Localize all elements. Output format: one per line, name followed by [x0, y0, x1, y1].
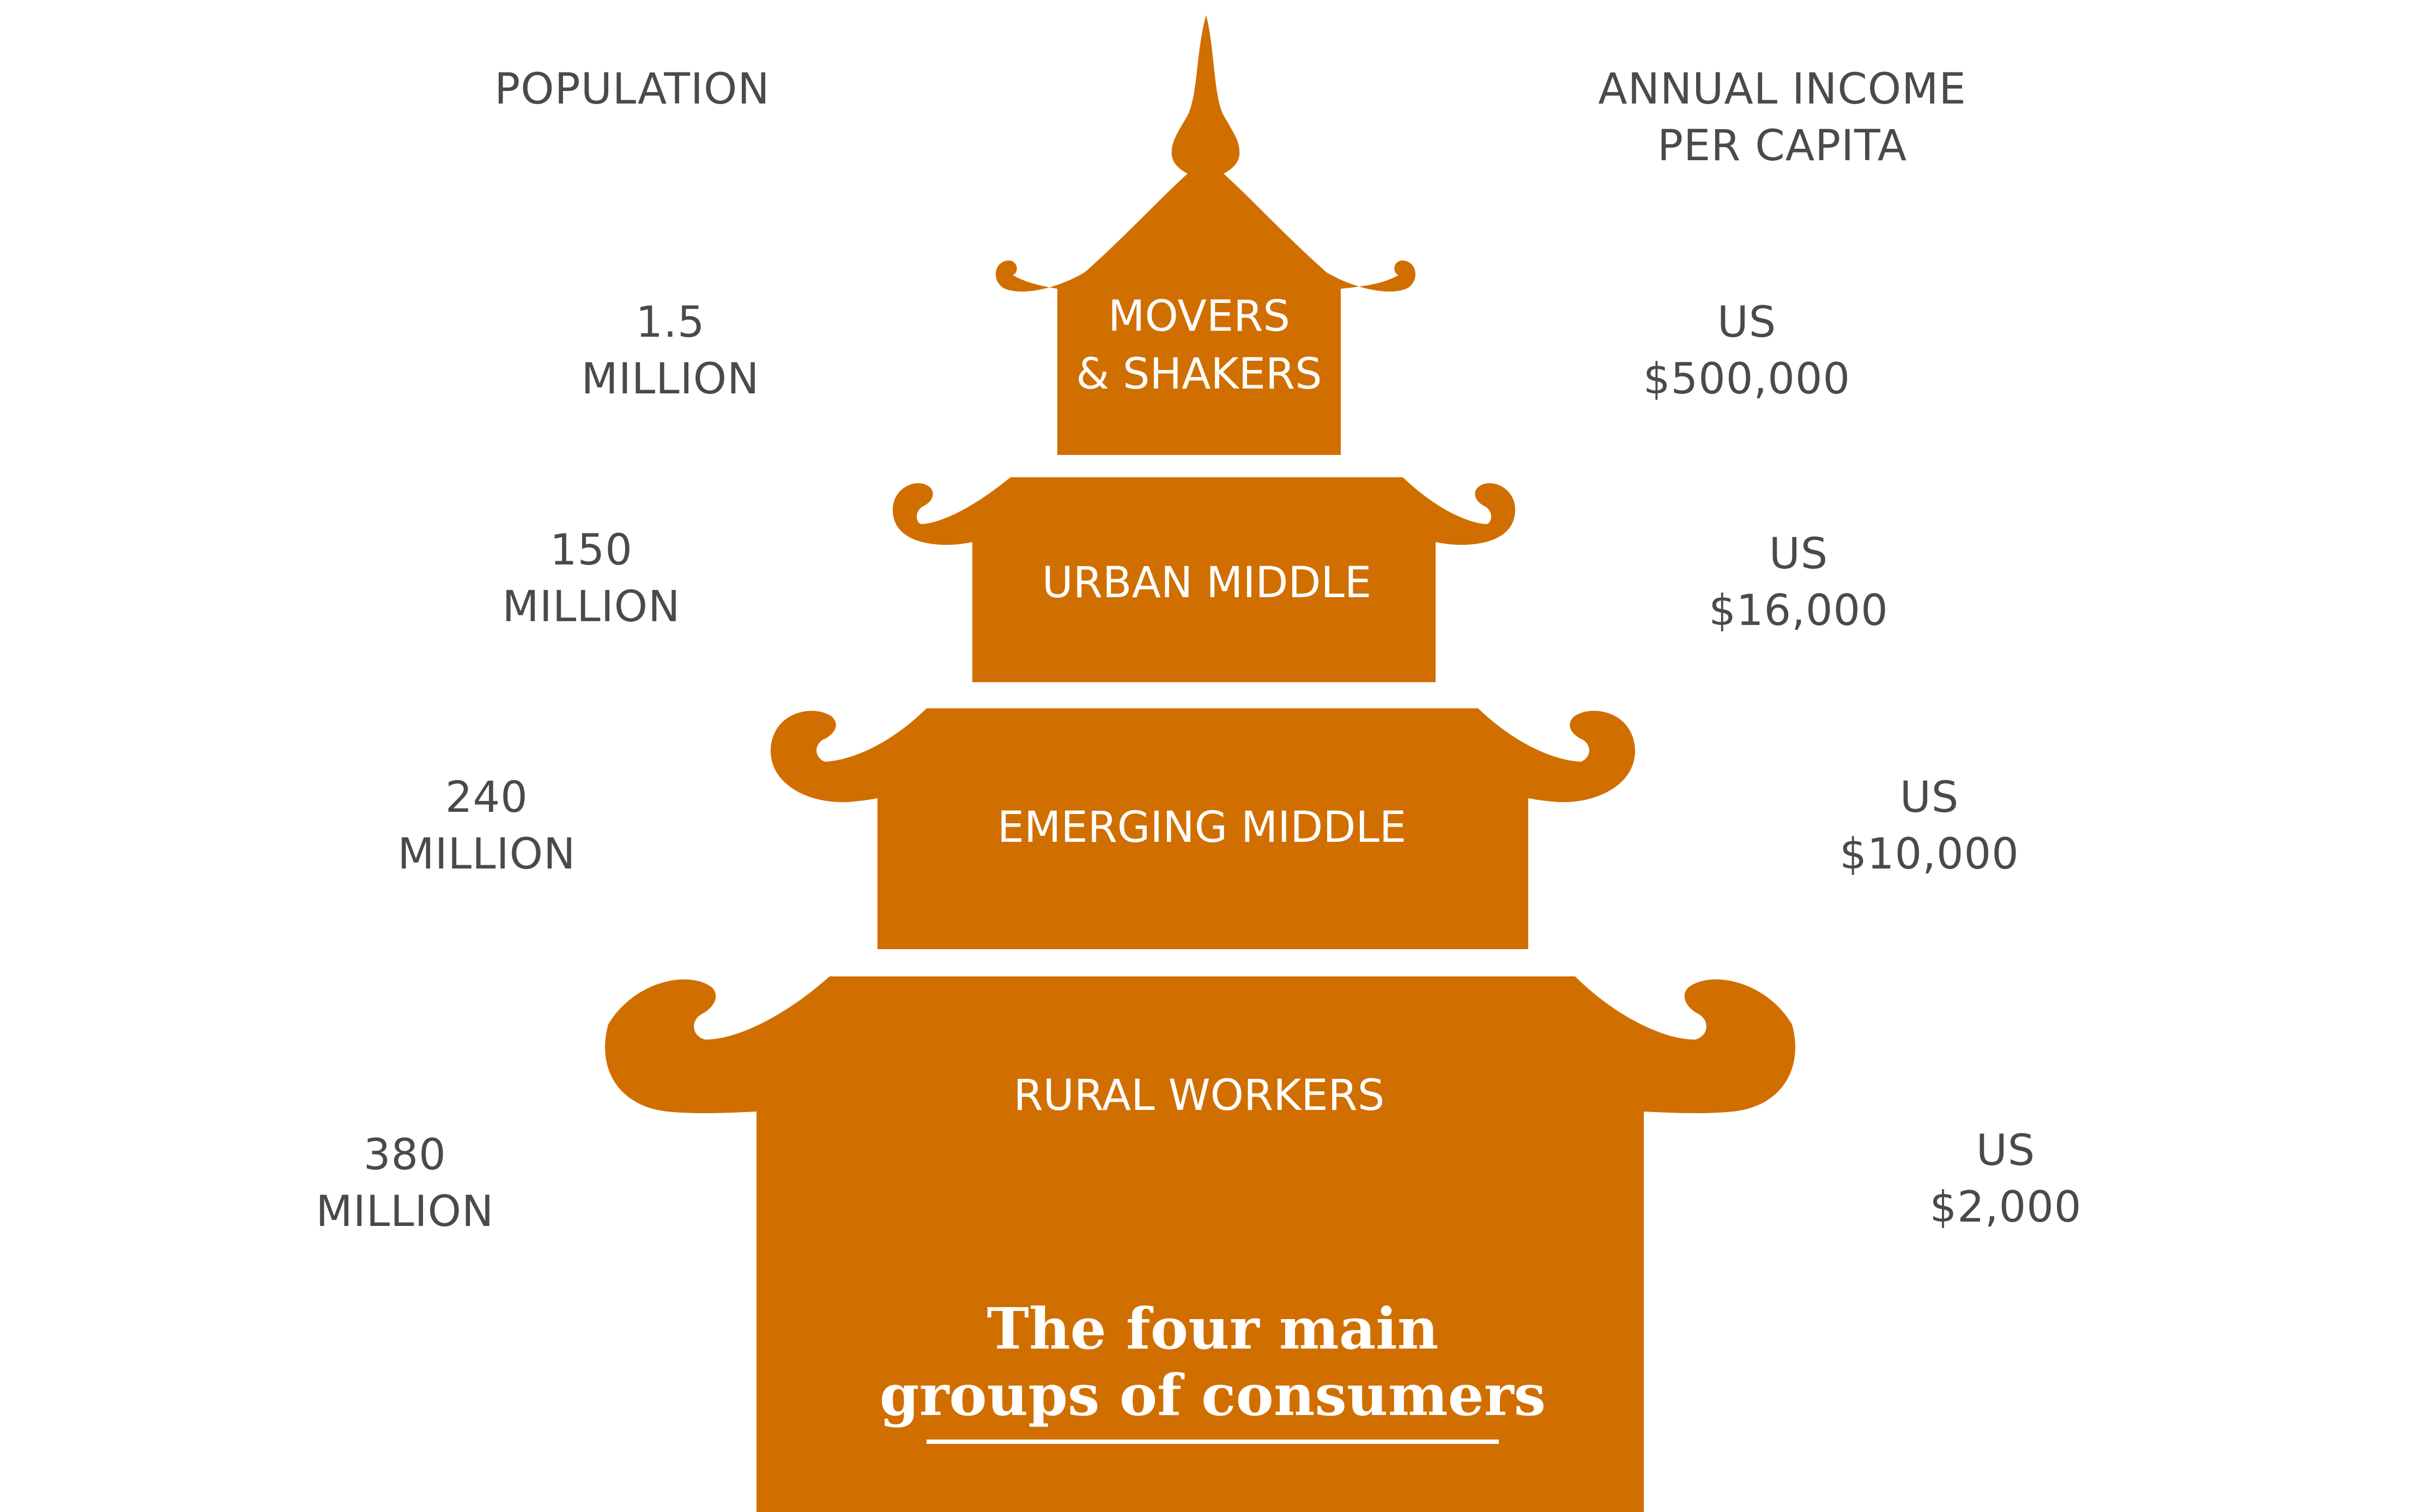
tier-label-emerging-middle: EMERGING MIDDLE — [954, 799, 1450, 857]
income-currency: US — [1899, 773, 1959, 822]
roof-rural-workers — [605, 976, 1795, 1512]
income-header-line1: ANNUAL INCOME — [1598, 65, 1966, 114]
population-value: 1.5 — [635, 298, 705, 347]
population-value: 240 — [445, 773, 528, 822]
tier-name-line1: RURAL WORKERS — [1013, 1071, 1385, 1120]
income-currency: US — [1976, 1126, 2036, 1175]
population-header-text: POPULATION — [494, 65, 770, 114]
title-line1: The four main — [986, 1295, 1439, 1362]
population-value: 380 — [364, 1131, 446, 1180]
tier-name-line1: EMERGING MIDDLE — [997, 803, 1407, 852]
tier-name-line2: & SHAKERS — [1076, 350, 1322, 399]
title-underline — [927, 1440, 1499, 1444]
population-urban-middle: 150 MILLION — [482, 522, 700, 635]
roof-emerging-middle — [770, 708, 1636, 949]
income-value: $500,000 — [1643, 355, 1851, 404]
income-value: $2,000 — [1929, 1183, 2082, 1232]
population-rural-workers: 380 MILLION — [296, 1127, 514, 1240]
population-header: POPULATION — [469, 61, 796, 118]
population-unit: MILLION — [397, 830, 576, 879]
tier-name-line1: MOVERS — [1108, 292, 1290, 341]
income-header: ANNUAL INCOME PER CAPITA — [1564, 61, 2000, 174]
pagoda-spire — [1171, 15, 1240, 180]
title-line2: groups of consumers — [879, 1362, 1546, 1429]
income-currency: US — [1769, 530, 1829, 579]
income-movers-shakers: US $500,000 — [1638, 294, 1856, 408]
income-currency: US — [1717, 298, 1777, 347]
population-emerging-middle: 240 MILLION — [378, 769, 596, 883]
population-unit: MILLION — [316, 1187, 494, 1236]
diagram-title: The four main groups of consumers — [872, 1296, 1553, 1429]
income-urban-middle: US $16,000 — [1690, 526, 1908, 639]
population-unit: MILLION — [581, 355, 760, 404]
income-value: $16,000 — [1709, 586, 1889, 635]
income-value: $10,000 — [1839, 830, 2019, 879]
income-rural-workers: US $2,000 — [1897, 1122, 2115, 1236]
roof-movers-shakers — [995, 158, 1416, 455]
tier-name-line1: URBAN MIDDLE — [1042, 558, 1372, 608]
roof-urban-middle — [893, 477, 1515, 682]
tier-label-rural-workers: RURAL WORKERS — [981, 1067, 1417, 1125]
population-movers-shakers: 1.5 MILLION — [561, 294, 779, 408]
population-unit: MILLION — [502, 582, 681, 631]
tier-label-urban-middle: URBAN MIDDLE — [1000, 554, 1414, 612]
income-header-line2: PER CAPITA — [1657, 122, 1908, 171]
tier-label-movers-shakers: MOVERS & SHAKERS — [1036, 288, 1363, 403]
population-value: 150 — [550, 526, 633, 575]
income-emerging-middle: US $10,000 — [1820, 769, 2038, 883]
